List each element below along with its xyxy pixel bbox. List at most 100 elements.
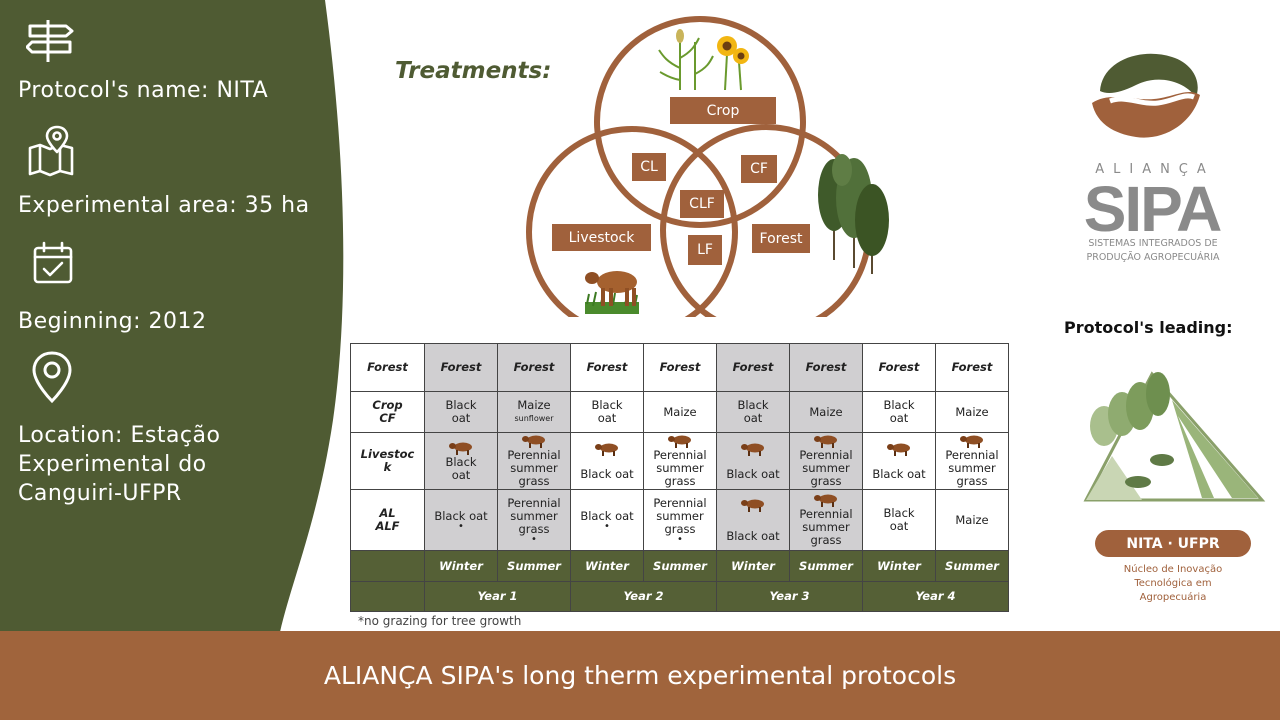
cell-text: Black	[591, 398, 623, 412]
cell-text: Perennial	[799, 507, 853, 521]
al-cell-maize: Maize	[935, 489, 1009, 551]
treatments-title: Treatments:	[395, 58, 552, 84]
cow-icon	[741, 499, 764, 512]
season-cell: Winter	[716, 550, 790, 582]
year-empty-cell	[350, 581, 425, 612]
nita-subtitle-line3: Agropecuária	[1139, 592, 1207, 603]
cell-text: Black	[445, 454, 477, 469]
livestock-circle	[526, 126, 738, 317]
cf-label: CF	[741, 155, 777, 183]
nita-ufpr-logo-icon	[1083, 371, 1266, 502]
cell-text: Black oat	[580, 466, 634, 481]
location: Location: Estação Experimental do Cangui…	[18, 421, 220, 508]
clf-label: CLF	[680, 190, 724, 218]
forest-cell: Forest	[497, 343, 571, 392]
location-line-3: Canguiri-UFPR	[18, 481, 182, 506]
cow-icon	[668, 435, 691, 448]
season-cell: Winter	[424, 550, 498, 582]
sipa-subtitle-line1: SISTEMAS INTEGRADOS DE	[1088, 238, 1218, 249]
table-row-seasons: Winter Summer Winter Summer Winter Summe…	[350, 550, 1009, 582]
cell-text: oat	[451, 411, 471, 425]
year-cell: Year 1	[424, 581, 571, 612]
cell-text: Black	[445, 398, 477, 412]
forest-cell: Forest	[935, 343, 1009, 392]
livestock-cell-black-oat: Black oat	[716, 432, 790, 490]
table-row-forest: Forest Forest Forest Forest Forest Fores…	[350, 343, 1009, 392]
cell-text: grass	[518, 474, 550, 488]
year-cell: Year 3	[716, 581, 863, 612]
cow-illustration	[585, 271, 639, 314]
cow-icon	[595, 443, 618, 456]
cl-label: CL	[632, 153, 666, 181]
cell-text: Perennial	[507, 495, 561, 510]
forest-cell: Forest	[789, 343, 863, 392]
map-pin-area-icon	[28, 125, 74, 177]
table-row-years: Year 1 Year 2 Year 3 Year 4	[350, 581, 1009, 612]
cell-text: Black	[883, 398, 915, 412]
cell-text: summer	[510, 461, 558, 475]
forest-cell: Forest	[424, 343, 498, 392]
cell-text: summer	[948, 461, 996, 475]
lf-label: LF	[688, 235, 722, 265]
crop-cell-maize: Maize	[935, 391, 1009, 433]
season-cell: Summer	[497, 550, 571, 582]
cell-subtext: sunflower	[514, 414, 554, 423]
footer-banner: ALIANÇA SIPA's long therm experimental p…	[0, 631, 1280, 720]
cell-text: Perennial	[945, 448, 999, 462]
cow-icon	[887, 443, 910, 456]
cell-text: grass	[664, 474, 696, 488]
nita-subtitle-line1: Núcleo de Inovação	[1123, 564, 1223, 575]
cell-text: Black oat	[726, 528, 780, 543]
cell-text: Black oat	[726, 466, 780, 481]
crop-cell-maize-sunflower: Maize sunflower	[497, 391, 571, 433]
cell-text: Maize	[517, 398, 551, 412]
cell-text: summer	[802, 461, 850, 475]
cell-text: summer	[656, 508, 704, 523]
experimental-area: Experimental area: 35 ha	[18, 193, 310, 218]
cell-text: Perennial	[507, 448, 561, 462]
cell-text: grass	[810, 474, 842, 488]
cell-text: Perennial	[799, 448, 853, 462]
trees-illustration	[818, 154, 889, 274]
livestock-label: Livestock	[552, 224, 651, 251]
season-empty-cell	[350, 550, 425, 582]
cow-icon	[741, 443, 764, 456]
forest-cell: Forest	[862, 343, 936, 392]
footer-title: ALIANÇA SIPA's long therm experimental p…	[323, 661, 957, 690]
crop-plants-icon	[658, 29, 749, 91]
forest-cell: Forest	[643, 343, 717, 392]
season-cell: Summer	[643, 550, 717, 582]
protocol-name: Protocol's name: NITA	[18, 78, 269, 103]
cell-text: grass	[956, 474, 988, 488]
calendar-check-icon	[33, 241, 73, 284]
row-header-livestock-2: k	[383, 460, 392, 474]
sipa-subtitle-line2: PRODUÇÃO AGROPECUÁRIA	[1086, 252, 1220, 263]
table-footnote: *no grazing for tree growth	[358, 614, 522, 628]
no-grazing-mark: •	[531, 533, 537, 545]
cell-text: Black oat	[872, 466, 926, 481]
signpost-icon	[26, 20, 74, 62]
cell-text: grass	[810, 533, 842, 547]
year-cell: Year 4	[862, 581, 1009, 612]
beginning-year: Beginning: 2012	[18, 309, 207, 334]
row-header-crop: Crop	[372, 398, 403, 412]
alianca-word: ALIANÇA	[1095, 162, 1215, 177]
forest-cell: Forest	[716, 343, 790, 392]
row-header-alf: ALF	[375, 519, 400, 533]
cell-text: Black	[883, 506, 915, 520]
cell-text: Black oat	[434, 508, 488, 523]
row-header-livestock-1: Livestoc	[360, 447, 415, 461]
row-header-al: AL	[379, 506, 396, 520]
season-cell: Summer	[935, 550, 1009, 582]
